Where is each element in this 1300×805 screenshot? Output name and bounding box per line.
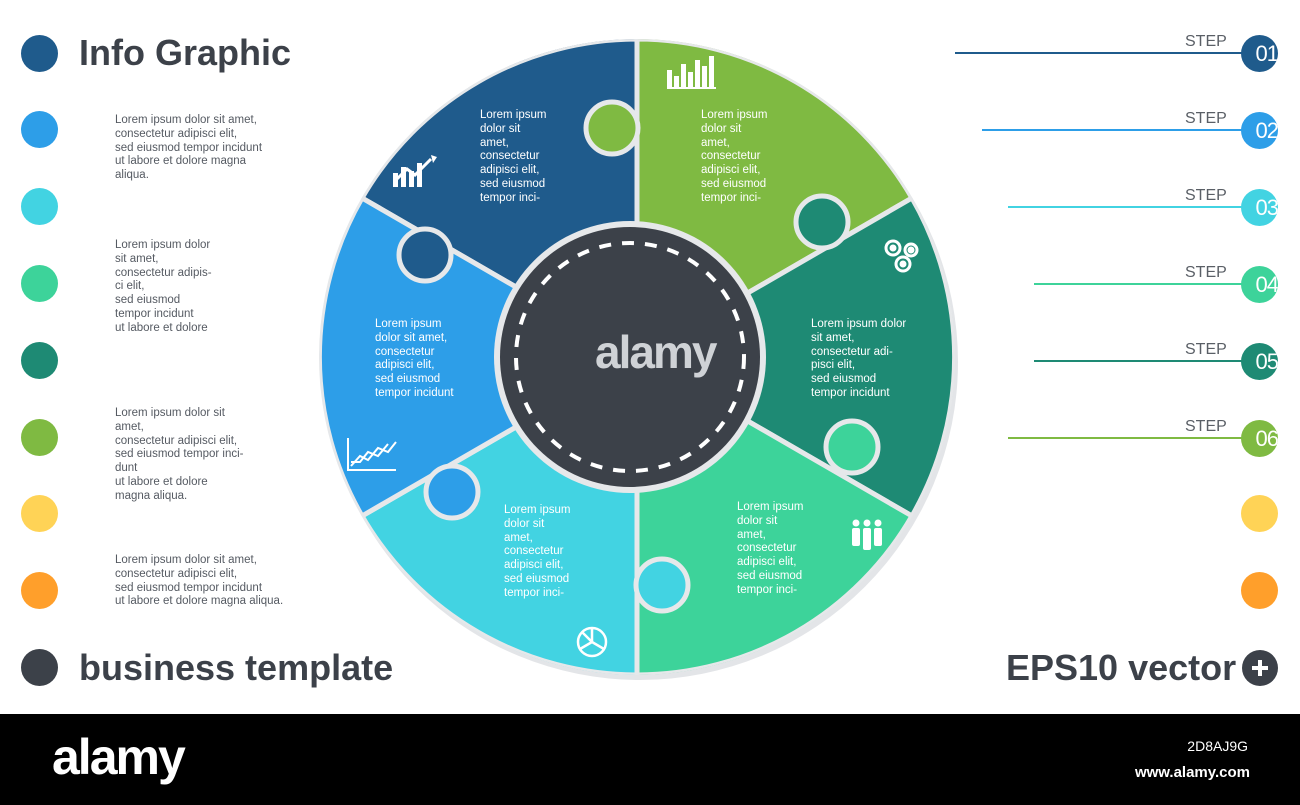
segment-text-dark-blue: Lorem ipsum dolor sit amet, consectetur …: [480, 109, 547, 204]
segment-text-green: Lorem ipsum dolor sit amet, consectetur …: [701, 109, 768, 204]
center-hub-dashes: [514, 241, 746, 473]
knob-darkblue-into-blue: [396, 226, 454, 284]
step-number-4: 04: [1255, 272, 1278, 297]
page-subtitle: business template: [79, 647, 394, 688]
footer-image-id: 2D8AJ9G: [1187, 738, 1248, 754]
dot-orange: [21, 572, 58, 609]
step-badge-3[interactable]: 03: [1241, 189, 1278, 226]
dot-teal: [21, 342, 58, 379]
step-line-2: [982, 129, 1255, 131]
step-badge-5[interactable]: 05: [1241, 343, 1278, 380]
step-number-5: 05: [1255, 349, 1278, 374]
dot-blue: [21, 111, 58, 148]
knob-teal-into-green: [793, 193, 851, 251]
dot-dark-blue: [21, 35, 58, 72]
knob-mint-into-teal: [823, 418, 881, 476]
line-graph-icon: [347, 438, 397, 471]
knob-cyan-into-mint: [633, 556, 691, 614]
dot-right-orange: [1241, 572, 1278, 609]
people-icon: [852, 519, 882, 550]
step-label-6: STEP: [1185, 418, 1227, 435]
footer-url[interactable]: www.alamy.com: [1134, 764, 1250, 781]
dot-mint: [21, 265, 58, 302]
dot-right-yellow: [1241, 495, 1278, 532]
step-line-5: [1034, 360, 1255, 362]
step-badge-4[interactable]: 04: [1241, 266, 1278, 303]
step-number-1: 01: [1255, 41, 1278, 66]
step-line-6: [1008, 437, 1255, 439]
knob-blue-into-cyan: [423, 463, 481, 521]
left-text-1: Lorem ipsum dolor sit amet, consectetur …: [115, 114, 263, 182]
dot-dark: [21, 649, 58, 686]
bar-chart-icon: [667, 56, 716, 89]
step-line-1: [955, 52, 1255, 54]
segment-blue[interactable]: [319, 195, 640, 519]
step-badge-1[interactable]: 01: [1241, 35, 1278, 72]
step-number-3: 03: [1255, 195, 1278, 220]
plus-icon[interactable]: [1242, 650, 1278, 686]
step-line-3: [1008, 206, 1255, 208]
pie-chart-icon: [576, 626, 608, 658]
infographic-canvas: Info Graphic business template EPS10 vec…: [21, 32, 1278, 688]
watermark-text: alamy: [595, 326, 717, 378]
center-hub: [500, 227, 760, 487]
step-number-2: 02: [1255, 118, 1278, 143]
segment-text-mint: Lorem ipsum dolor sit amet, consectetur …: [737, 501, 804, 596]
step-label-5: STEP: [1185, 341, 1227, 358]
left-text-2: Lorem ipsum dolor sit amet, consectetur …: [115, 239, 212, 334]
footer-logo: alamy: [52, 729, 186, 785]
step-badge-6[interactable]: 06: [1241, 420, 1278, 457]
segment-text-blue: Lorem ipsum dolor sit amet, consectetur …: [375, 318, 454, 399]
step-label-1: STEP: [1185, 33, 1227, 50]
step-number-6: 06: [1255, 426, 1278, 451]
step-label-3: STEP: [1185, 187, 1227, 204]
step-label-4: STEP: [1185, 264, 1227, 281]
segment-text-teal: Lorem ipsum dolor sit amet, consectetur …: [811, 318, 907, 399]
step-line-4: [1034, 283, 1255, 285]
left-text-4: Lorem ipsum dolor sit amet, consectetur …: [115, 554, 284, 608]
segment-text-cyan: Lorem ipsum dolor sit amet, consectetur …: [504, 504, 571, 599]
dot-cyan: [21, 188, 58, 225]
left-text-3: Lorem ipsum dolor sit amet, consectetur …: [115, 407, 244, 502]
puzzle-wheel: [319, 39, 958, 680]
page-title: Info Graphic: [79, 32, 292, 73]
knob-green-into-blue: [583, 99, 641, 157]
gears-icon: [884, 239, 919, 273]
vector-label: EPS10 vector: [1006, 647, 1237, 688]
dot-yellow: [21, 495, 58, 532]
rising-chart-icon: [393, 155, 437, 187]
step-badge-2[interactable]: 02: [1241, 112, 1278, 149]
step-label-2: STEP: [1185, 110, 1227, 127]
footer-bar: [0, 714, 1300, 805]
dot-green: [21, 419, 58, 456]
